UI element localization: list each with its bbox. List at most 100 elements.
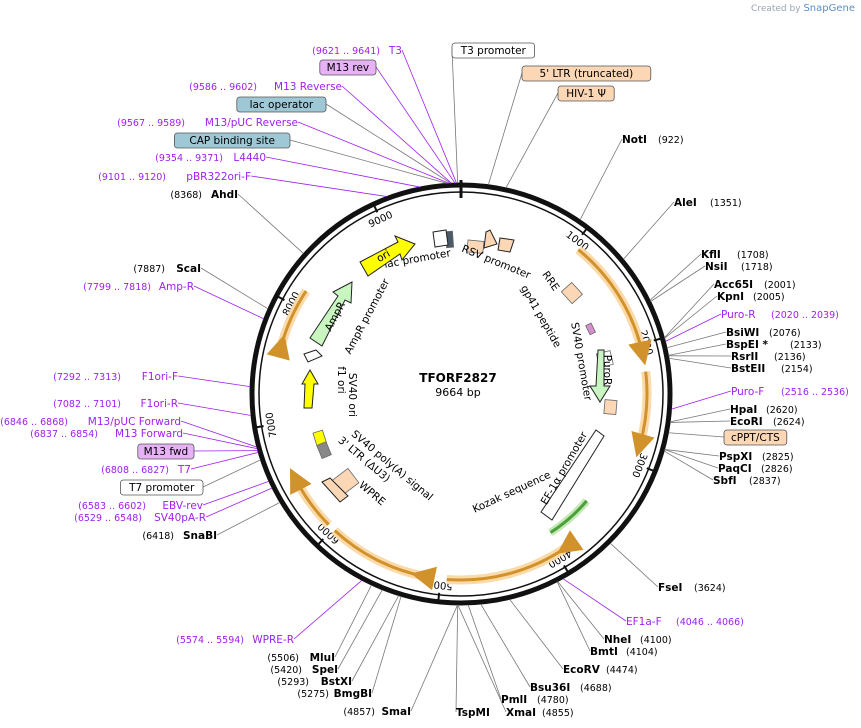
t3-promoter-arrow[interactable] xyxy=(432,229,449,248)
label-kfli[interactable]: KflI(1708) xyxy=(701,249,769,261)
puror-arrow[interactable] xyxy=(589,349,611,403)
label-tspmi[interactable]: TspMI xyxy=(456,707,490,719)
label-t3[interactable]: T3(9621 .. 9641) xyxy=(312,45,402,57)
label-bmgbi[interactable]: BmgBI(5275) xyxy=(297,688,372,700)
label-sv40pa-r[interactable]: SV40pA-R(6529 .. 6548) xyxy=(74,512,206,524)
label-name: F1ori-R xyxy=(141,398,178,410)
label-cppt-cts[interactable]: cPPT/CTS xyxy=(723,429,788,446)
label-name: EBV-rev xyxy=(162,500,203,512)
label-amp-r[interactable]: Amp-R(7799 .. 7818) xyxy=(83,281,194,293)
orf-arrow-2[interactable] xyxy=(289,468,330,526)
label-m13-reverse[interactable]: M13 Reverse(9586 .. 9602) xyxy=(189,81,342,93)
label-kpni[interactable]: KpnI(2005) xyxy=(717,291,785,303)
sv40-ori-arrow[interactable] xyxy=(301,368,319,409)
orf-arrow-rev-1[interactable] xyxy=(333,529,438,591)
label-fsei[interactable]: FseI(3624) xyxy=(658,582,726,594)
label-noti[interactable]: NotI(922) xyxy=(622,134,684,146)
label-ebv-rev[interactable]: EBV-rev(6583 .. 6602) xyxy=(78,500,203,512)
label-bstxi[interactable]: BstXI(5293) xyxy=(277,676,352,688)
label-pos: (3624) xyxy=(694,583,726,594)
label-bsu36i[interactable]: Bsu36I(4688) xyxy=(530,682,612,694)
ori-arrow[interactable] xyxy=(359,235,416,277)
label-ef1a-f[interactable]: EF1a-F(4046 .. 4066) xyxy=(626,616,744,628)
label-5-ltr-truncated[interactable]: 5' LTR (truncated) xyxy=(521,65,652,82)
label-ecori[interactable]: EcoRI(2624) xyxy=(730,416,805,428)
wpre-box[interactable] xyxy=(321,477,349,503)
label-snabi[interactable]: SnaBI(6418) xyxy=(142,530,217,542)
label-mlui[interactable]: MluI(5506) xyxy=(267,652,335,664)
label-sbfi[interactable]: SbfI(2837) xyxy=(713,475,781,487)
label-m13-puc-reverse[interactable]: M13/pUC Reverse(9567 .. 9589) xyxy=(117,117,298,129)
ampr-arrow[interactable] xyxy=(309,281,353,347)
label-xmai[interactable]: XmaI(4855) xyxy=(506,707,574,719)
label-hiv-1[interactable]: HIV-1 Ψ xyxy=(557,85,615,102)
label-puro-r[interactable]: Puro-R(2020 .. 2039) xyxy=(721,309,839,321)
feature-box[interactable] xyxy=(603,399,618,415)
leader-line xyxy=(505,92,559,189)
f1-ori-arrow[interactable] xyxy=(303,349,323,363)
label-m13-forward[interactable]: M13 Forward(6837 .. 6854) xyxy=(30,428,183,440)
label-pos: (6418) xyxy=(142,531,174,542)
label-m13-puc-forward[interactable]: M13/pUC Forward(6846 .. 6868) xyxy=(0,416,181,428)
feature-rre[interactable] xyxy=(560,281,584,305)
orf-arrow-rev-2[interactable] xyxy=(266,290,308,361)
label-bspei[interactable]: BspEI *(2133) xyxy=(726,339,822,351)
label-spei[interactable]: SpeI(5420) xyxy=(270,664,338,676)
label-bsiwi[interactable]: BsiWI(2076) xyxy=(726,327,801,339)
label-m13-fwd[interactable]: M13 fwd xyxy=(137,443,195,460)
label-lac-operator[interactable]: lac operator xyxy=(236,96,327,113)
label-nsii[interactable]: NsiI(1718) xyxy=(705,261,773,273)
label-nhei[interactable]: NheI(4100) xyxy=(604,634,672,646)
leader-line xyxy=(666,331,727,349)
label-rsrii[interactable]: RsrII(2136) xyxy=(731,351,806,363)
leader-line xyxy=(668,432,725,438)
label-alei[interactable]: AleI(1351) xyxy=(674,197,742,209)
orf-arrow-0[interactable] xyxy=(577,248,652,366)
label-t3-promoter[interactable]: T3 promoter xyxy=(451,42,535,59)
label-wpre-r[interactable]: WPRE-R(5574 .. 5594) xyxy=(176,634,294,646)
label-hpai[interactable]: HpaI(2620) xyxy=(730,404,798,416)
label-name: SmaI xyxy=(382,706,412,718)
label-pos: (7292 .. 7313) xyxy=(53,372,121,383)
label-pos: (4474) xyxy=(606,665,638,676)
label-pbr322ori-f[interactable]: pBR322ori-F(9101 .. 9120) xyxy=(98,171,251,183)
label-cap-binding-site[interactable]: CAP binding site xyxy=(173,132,291,149)
ef1a-arrow[interactable] xyxy=(549,499,588,534)
label-name: EF1a-F xyxy=(626,616,662,628)
label-paqci[interactable]: PaqCI(2826) xyxy=(718,463,793,475)
label-box xyxy=(723,429,788,446)
label-name: SV40pA-R xyxy=(154,512,206,524)
label-t7[interactable]: T7(6808 .. 6827) xyxy=(101,464,191,476)
hiv-psi-box[interactable] xyxy=(497,237,515,253)
label-l4440[interactable]: L4440(9354 .. 9371) xyxy=(155,152,266,164)
orf-arrow-1[interactable] xyxy=(631,371,655,458)
feature-rsv-promoter[interactable] xyxy=(466,239,485,254)
feature-gp41-peptide[interactable] xyxy=(585,322,597,336)
snapgene-logo[interactable]: SnapGene xyxy=(803,3,855,14)
label-ahdi[interactable]: AhdI(8368) xyxy=(170,189,238,201)
label-bmti[interactable]: BmtI(4104) xyxy=(590,646,658,658)
label-t7-promoter[interactable]: T7 promoter xyxy=(120,479,204,496)
leader-line xyxy=(250,175,387,197)
leader-line xyxy=(562,578,627,622)
label-pspxi[interactable]: PspXI(2825) xyxy=(719,451,794,463)
label-acc65i[interactable]: Acc65I(2001) xyxy=(714,279,796,291)
label-f1ori-r[interactable]: F1ori-R(7082 .. 7101) xyxy=(53,398,178,410)
label-m13-rev[interactable]: M13 rev xyxy=(319,59,377,76)
ef1a-promoter-box[interactable] xyxy=(540,429,605,521)
leader-line xyxy=(609,542,659,588)
5ltr-box[interactable] xyxy=(483,229,498,249)
label-smai[interactable]: SmaI(4857) xyxy=(343,706,411,718)
feature-3-ltr-u3[interactable] xyxy=(316,441,332,459)
label-f1ori-f[interactable]: F1ori-F(7292 .. 7313) xyxy=(53,371,178,383)
label-box xyxy=(557,85,615,102)
label-scai[interactable]: ScaI(7887) xyxy=(133,263,201,275)
label-pmli[interactable]: PmlI(4780) xyxy=(501,694,569,706)
label-puro-f[interactable]: Puro-F(2516 .. 2536) xyxy=(731,386,849,398)
leader-line xyxy=(205,487,273,518)
label-name: Puro-F xyxy=(731,386,764,398)
label-bsteii[interactable]: BstEII(2154) xyxy=(731,363,813,375)
orf-arrow-rev-0[interactable] xyxy=(446,530,584,582)
label-ecorv[interactable]: EcoRV(4474) xyxy=(563,664,638,676)
